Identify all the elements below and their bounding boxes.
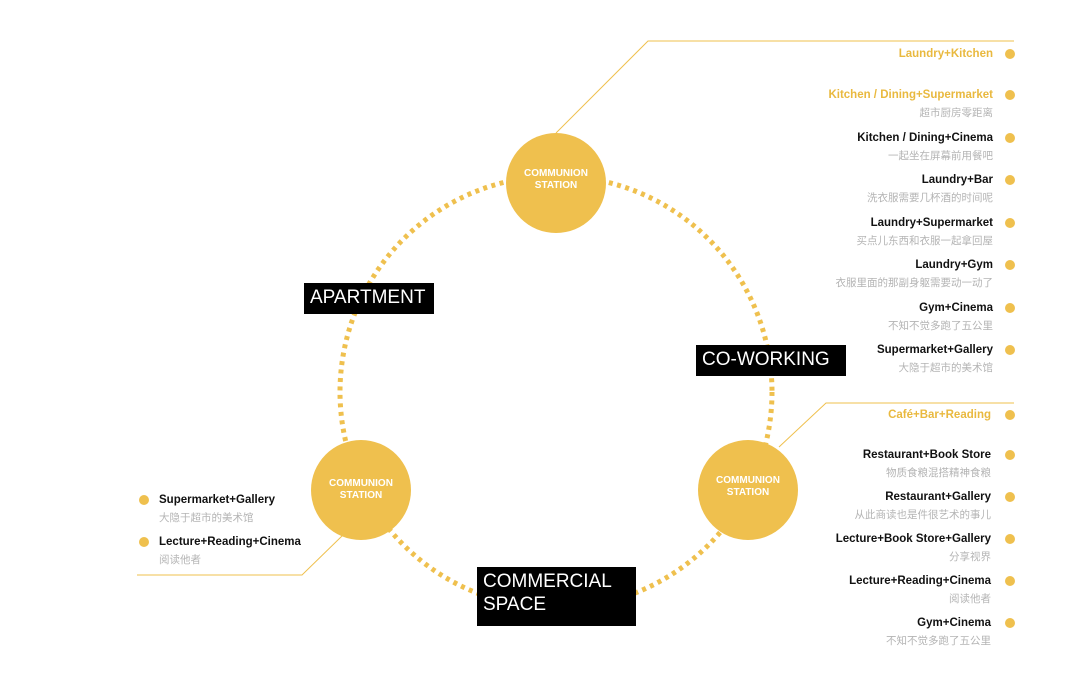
pairing-subtitle: 不知不觉多跑了五公里 — [886, 635, 991, 647]
pairing-header-title: Laundry+Kitchen — [898, 48, 993, 60]
list-item: Kitchen / Dining+Supermarket 超市厨房零距离 — [733, 88, 993, 120]
pairing-title: Supermarket+Gallery — [159, 494, 276, 506]
bullet-dot-icon — [1005, 49, 1015, 59]
pairing-title: Supermarket+Gallery — [876, 344, 993, 356]
pairing-subtitle: 大隐于超市的美术馆 — [898, 362, 994, 374]
pairing-title: Restaurant+Book Store — [862, 449, 991, 461]
left-leader-line — [137, 535, 343, 576]
pairing-subtitle: 分享视界 — [949, 551, 991, 563]
bullet-dot-icon — [139, 495, 149, 505]
list-item: Restaurant+Book Store 物质食粮混搭精神食粮 — [731, 448, 991, 480]
pairing-subtitle: 阅读他者 — [159, 554, 201, 566]
bullet-dot-icon — [1005, 618, 1015, 628]
zone-apartment-label: APARTMENT — [304, 283, 434, 314]
zone-coworking-label: CO-WORKING — [696, 345, 846, 376]
list-item: Gym+Cinema 不知不觉多跑了五公里 — [731, 616, 991, 648]
station-top-circle — [506, 133, 606, 233]
zone-commercial-label: COMMERCIAL SPACE — [477, 567, 636, 626]
pairing-title: Restaurant+Gallery — [885, 491, 991, 503]
pairing-subtitle: 洗衣服需要几杯酒的时间呢 — [867, 192, 993, 204]
pairing-subtitle: 买点儿东西和衣服一起拿回屋 — [856, 234, 994, 247]
list-item: Laundry+Bar 洗衣服需要几杯酒的时间呢 — [733, 173, 993, 205]
top-leader-line — [555, 40, 1014, 134]
bullet-dot-icon — [1005, 217, 1015, 228]
list-item: Laundry+Supermarket 买点儿东西和衣服一起拿回屋 — [733, 216, 994, 248]
top-list-header: Laundry+Kitchen — [733, 47, 993, 61]
pairing-title: Laundry+Bar — [921, 174, 993, 186]
bullet-dot-icon — [1005, 450, 1015, 460]
list-item: Lecture+Book Store+Gallery 分享视界 — [731, 532, 991, 564]
pairing-subtitle: 超市厨房零距离 — [919, 107, 994, 119]
bullet-dot-icon — [1005, 410, 1015, 420]
pairing-header-title: Café+Bar+Reading — [888, 409, 991, 421]
pairing-title: Lecture+Reading+Cinema — [159, 536, 301, 548]
bullet-dot-icon — [1005, 345, 1015, 355]
list-item: Supermarket+Gallery 大隐于超市的美术馆 — [733, 343, 993, 375]
pairing-subtitle: 大隐于超市的美术馆 — [159, 512, 254, 524]
bullet-dot-icon — [1005, 132, 1015, 143]
pairing-subtitle: 阅读他者 — [949, 593, 991, 605]
ring-dashed-circle — [337, 173, 775, 611]
list-item: Supermarket+Gallery 大隐于超市的美术馆 — [159, 493, 419, 525]
station-left-circle — [311, 440, 411, 540]
list-item: Lecture+Reading+Cinema 阅读他者 — [159, 535, 419, 567]
pairing-subtitle: 不知不觉多跑了五公里 — [888, 319, 993, 332]
pairing-title: Gym+Cinema — [919, 301, 993, 314]
bullet-dot-icon — [139, 537, 149, 547]
bullet-dot-icon — [1005, 534, 1015, 544]
pairing-subtitle: 一起坐在屏幕前用餐吧 — [888, 149, 993, 162]
list-item: Kitchen / Dining+Cinema 一起坐在屏幕前用餐吧 — [733, 131, 993, 163]
right-leader-line — [778, 402, 1014, 448]
bullet-dot-icon — [1005, 576, 1015, 586]
bullet-dot-icon — [1005, 302, 1015, 313]
pairing-title: Laundry+Supermarket — [870, 216, 993, 229]
station-right-circle — [698, 440, 798, 540]
pairing-subtitle: 物质食粮混搭精神食粮 — [886, 467, 991, 479]
pairing-title: Lecture+Reading+Cinema — [849, 575, 991, 587]
bullet-dot-icon — [1005, 260, 1015, 270]
list-item: Restaurant+Gallery 从此商读也是件很艺术的事儿 — [731, 490, 992, 522]
list-item: Lecture+Reading+Cinema 阅读他者 — [731, 574, 991, 606]
list-item: Laundry+Gym 衣服里面的那副身躯需要动一动了 — [733, 258, 994, 290]
pairing-title: Gym+Cinema — [917, 617, 991, 629]
bullet-dot-icon — [1005, 492, 1015, 502]
right-list-header: Café+Bar+Reading — [731, 408, 991, 422]
bullet-dot-icon — [1005, 90, 1015, 100]
pairing-title: Kitchen / Dining+Cinema — [857, 131, 993, 144]
list-item: Gym+Cinema 不知不觉多跑了五公里 — [733, 301, 993, 333]
pairing-subtitle: 从此商读也是件很艺术的事儿 — [854, 509, 992, 521]
station-top-label: COMMUNION STATION — [524, 168, 588, 191]
station-left-label: COMMUNION STATION — [329, 478, 393, 501]
pairing-subtitle: 衣服里面的那副身躯需要动一动了 — [835, 277, 994, 289]
pairing-title: Lecture+Book Store+Gallery — [835, 533, 991, 545]
pairing-title: Kitchen / Dining+Supermarket — [828, 89, 993, 101]
bullet-dot-icon — [1005, 175, 1015, 185]
pairing-title: Laundry+Gym — [915, 259, 993, 271]
station-right-label: COMMUNION STATION — [716, 475, 780, 498]
